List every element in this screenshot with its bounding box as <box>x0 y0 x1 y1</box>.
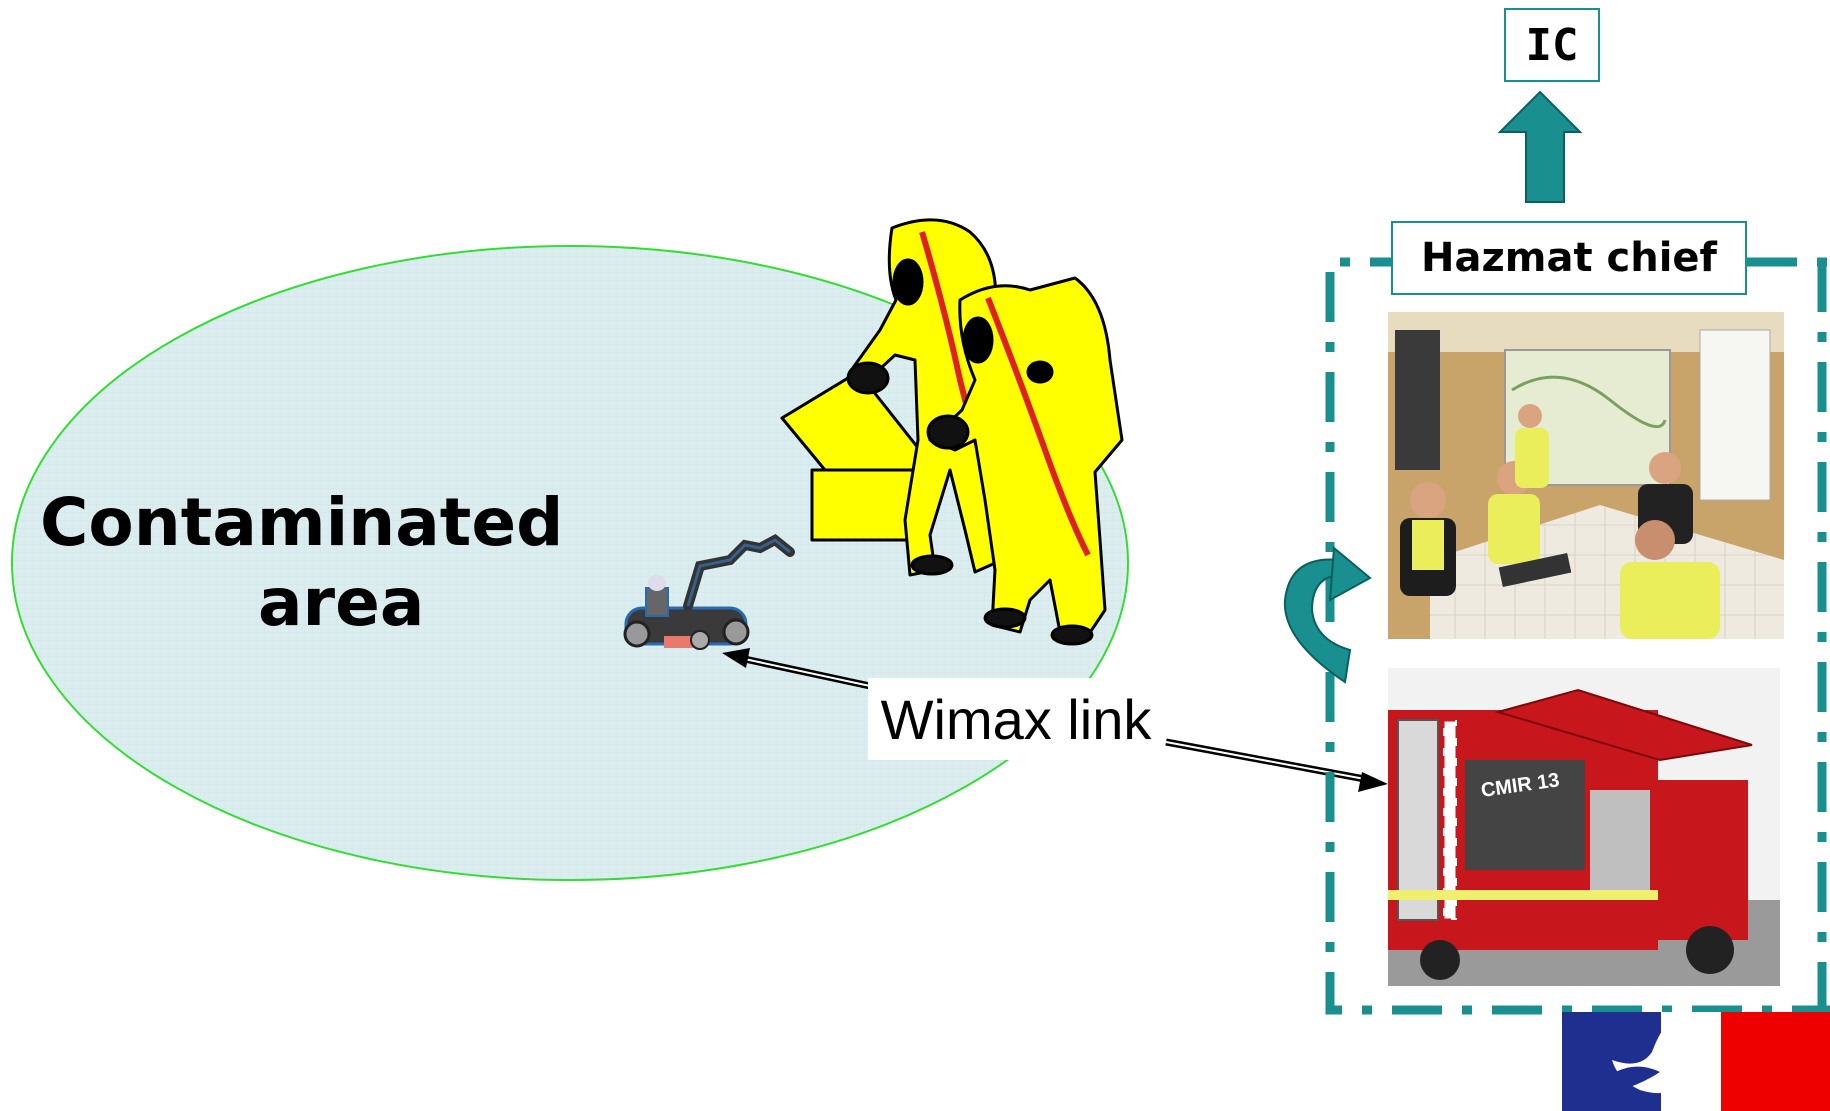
contaminated-area-title-line1: Contaminated <box>40 484 564 561</box>
wimax-link-arrow-to-robot <box>722 648 871 690</box>
up-arrow-icon <box>1497 90 1583 203</box>
cycle-arrow-icon <box>1283 545 1372 684</box>
contaminated-area-title-line2: area <box>258 564 425 641</box>
command-vehicle-photo: CMIR 13 <box>1388 668 1780 986</box>
hazmat-team-icon <box>780 218 1124 646</box>
robot-icon <box>623 534 795 650</box>
hazmat-chief-box: Hazmat chief <box>1391 221 1747 295</box>
ic-box: IC <box>1504 8 1600 82</box>
contaminated-area-label: Contaminated area <box>40 483 620 643</box>
republic-logo-icon <box>1562 1012 1830 1111</box>
meeting-room-photo <box>1388 312 1784 639</box>
wimax-link-label: Wimax link <box>868 678 1164 760</box>
wimax-link-arrow-to-truck <box>1165 738 1388 792</box>
command-post-frame <box>1325 257 1830 1015</box>
